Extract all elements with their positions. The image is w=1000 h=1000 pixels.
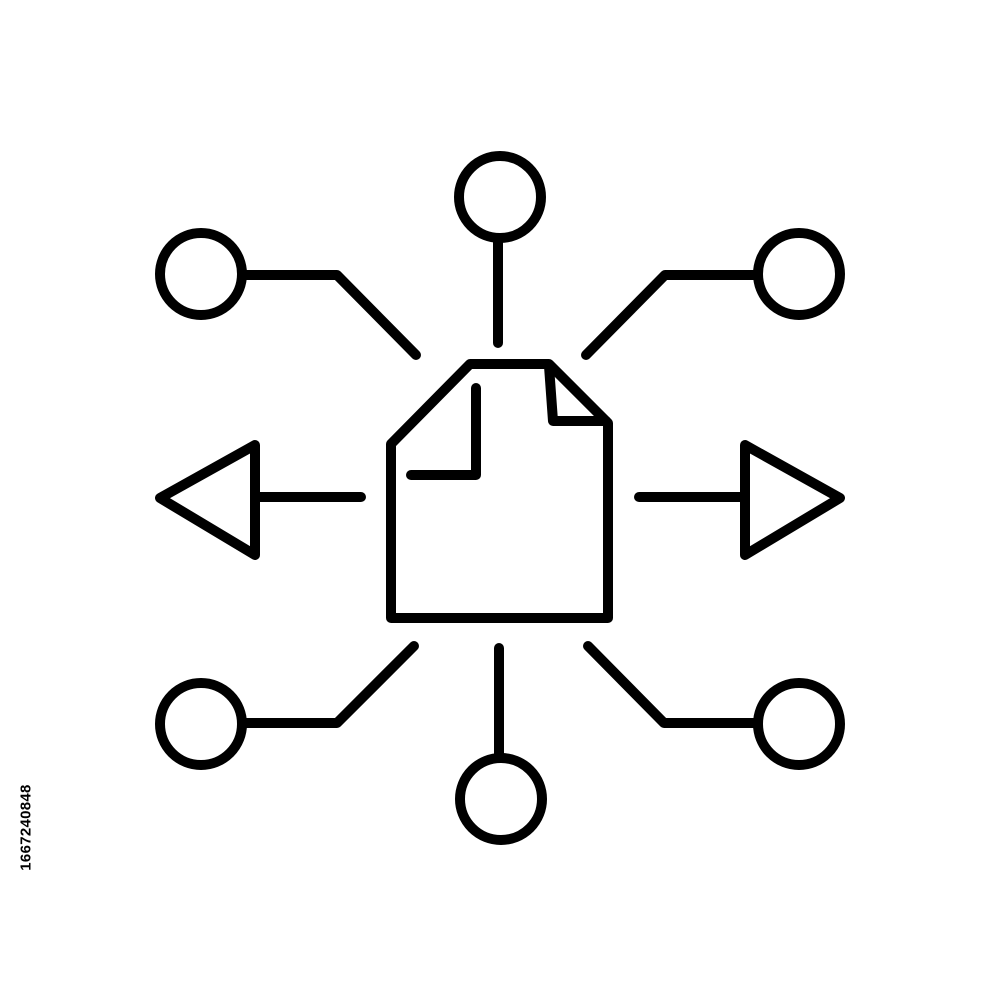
connector-line [238,270,421,360]
node-circle-icon [155,228,247,320]
node-circle-icon [753,678,845,770]
connector-line [581,270,762,360]
document-icon [386,359,613,623]
node-circle-icon [454,151,546,243]
document-inner-fold [406,383,481,480]
node-top [454,151,546,348]
document-corner-fold [544,361,611,426]
arrow-left-icon [155,440,366,560]
node-circle-icon [753,228,845,320]
node-circle-icon [455,753,547,845]
stock-id-text: 1667240848 [17,783,35,871]
node-bottom-right [583,641,845,770]
connector-line [583,641,762,728]
node-bottom [455,643,547,845]
connector-line [238,641,419,728]
stock-id-watermark: 1667240848 [14,752,38,902]
arrow-head [740,440,845,560]
node-circle-icon [155,678,247,770]
node-top-right [581,228,845,360]
node-bottom-left [155,641,419,770]
document-outline [386,359,613,623]
arrow-right-icon [634,440,845,560]
node-top-left [155,228,421,360]
arrow-head [155,440,260,560]
